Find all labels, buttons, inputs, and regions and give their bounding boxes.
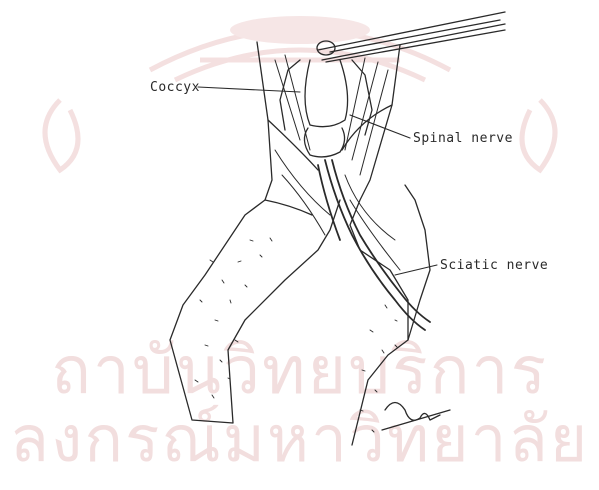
sciatic-nerve-path	[318, 160, 430, 330]
leader-lines	[198, 87, 437, 275]
label-spinal-nerve: Spinal nerve	[413, 131, 513, 146]
label-coccyx: Coccyx	[150, 80, 200, 95]
label-sciatic-nerve: Sciatic nerve	[440, 258, 548, 273]
muscle-lines	[275, 55, 400, 270]
pelvis	[280, 60, 372, 157]
stipple-texture	[195, 238, 397, 432]
frog-dissection-diagram	[0, 0, 599, 448]
signature-mark	[382, 403, 450, 431]
forceps	[317, 12, 505, 62]
left-leg	[170, 42, 340, 423]
